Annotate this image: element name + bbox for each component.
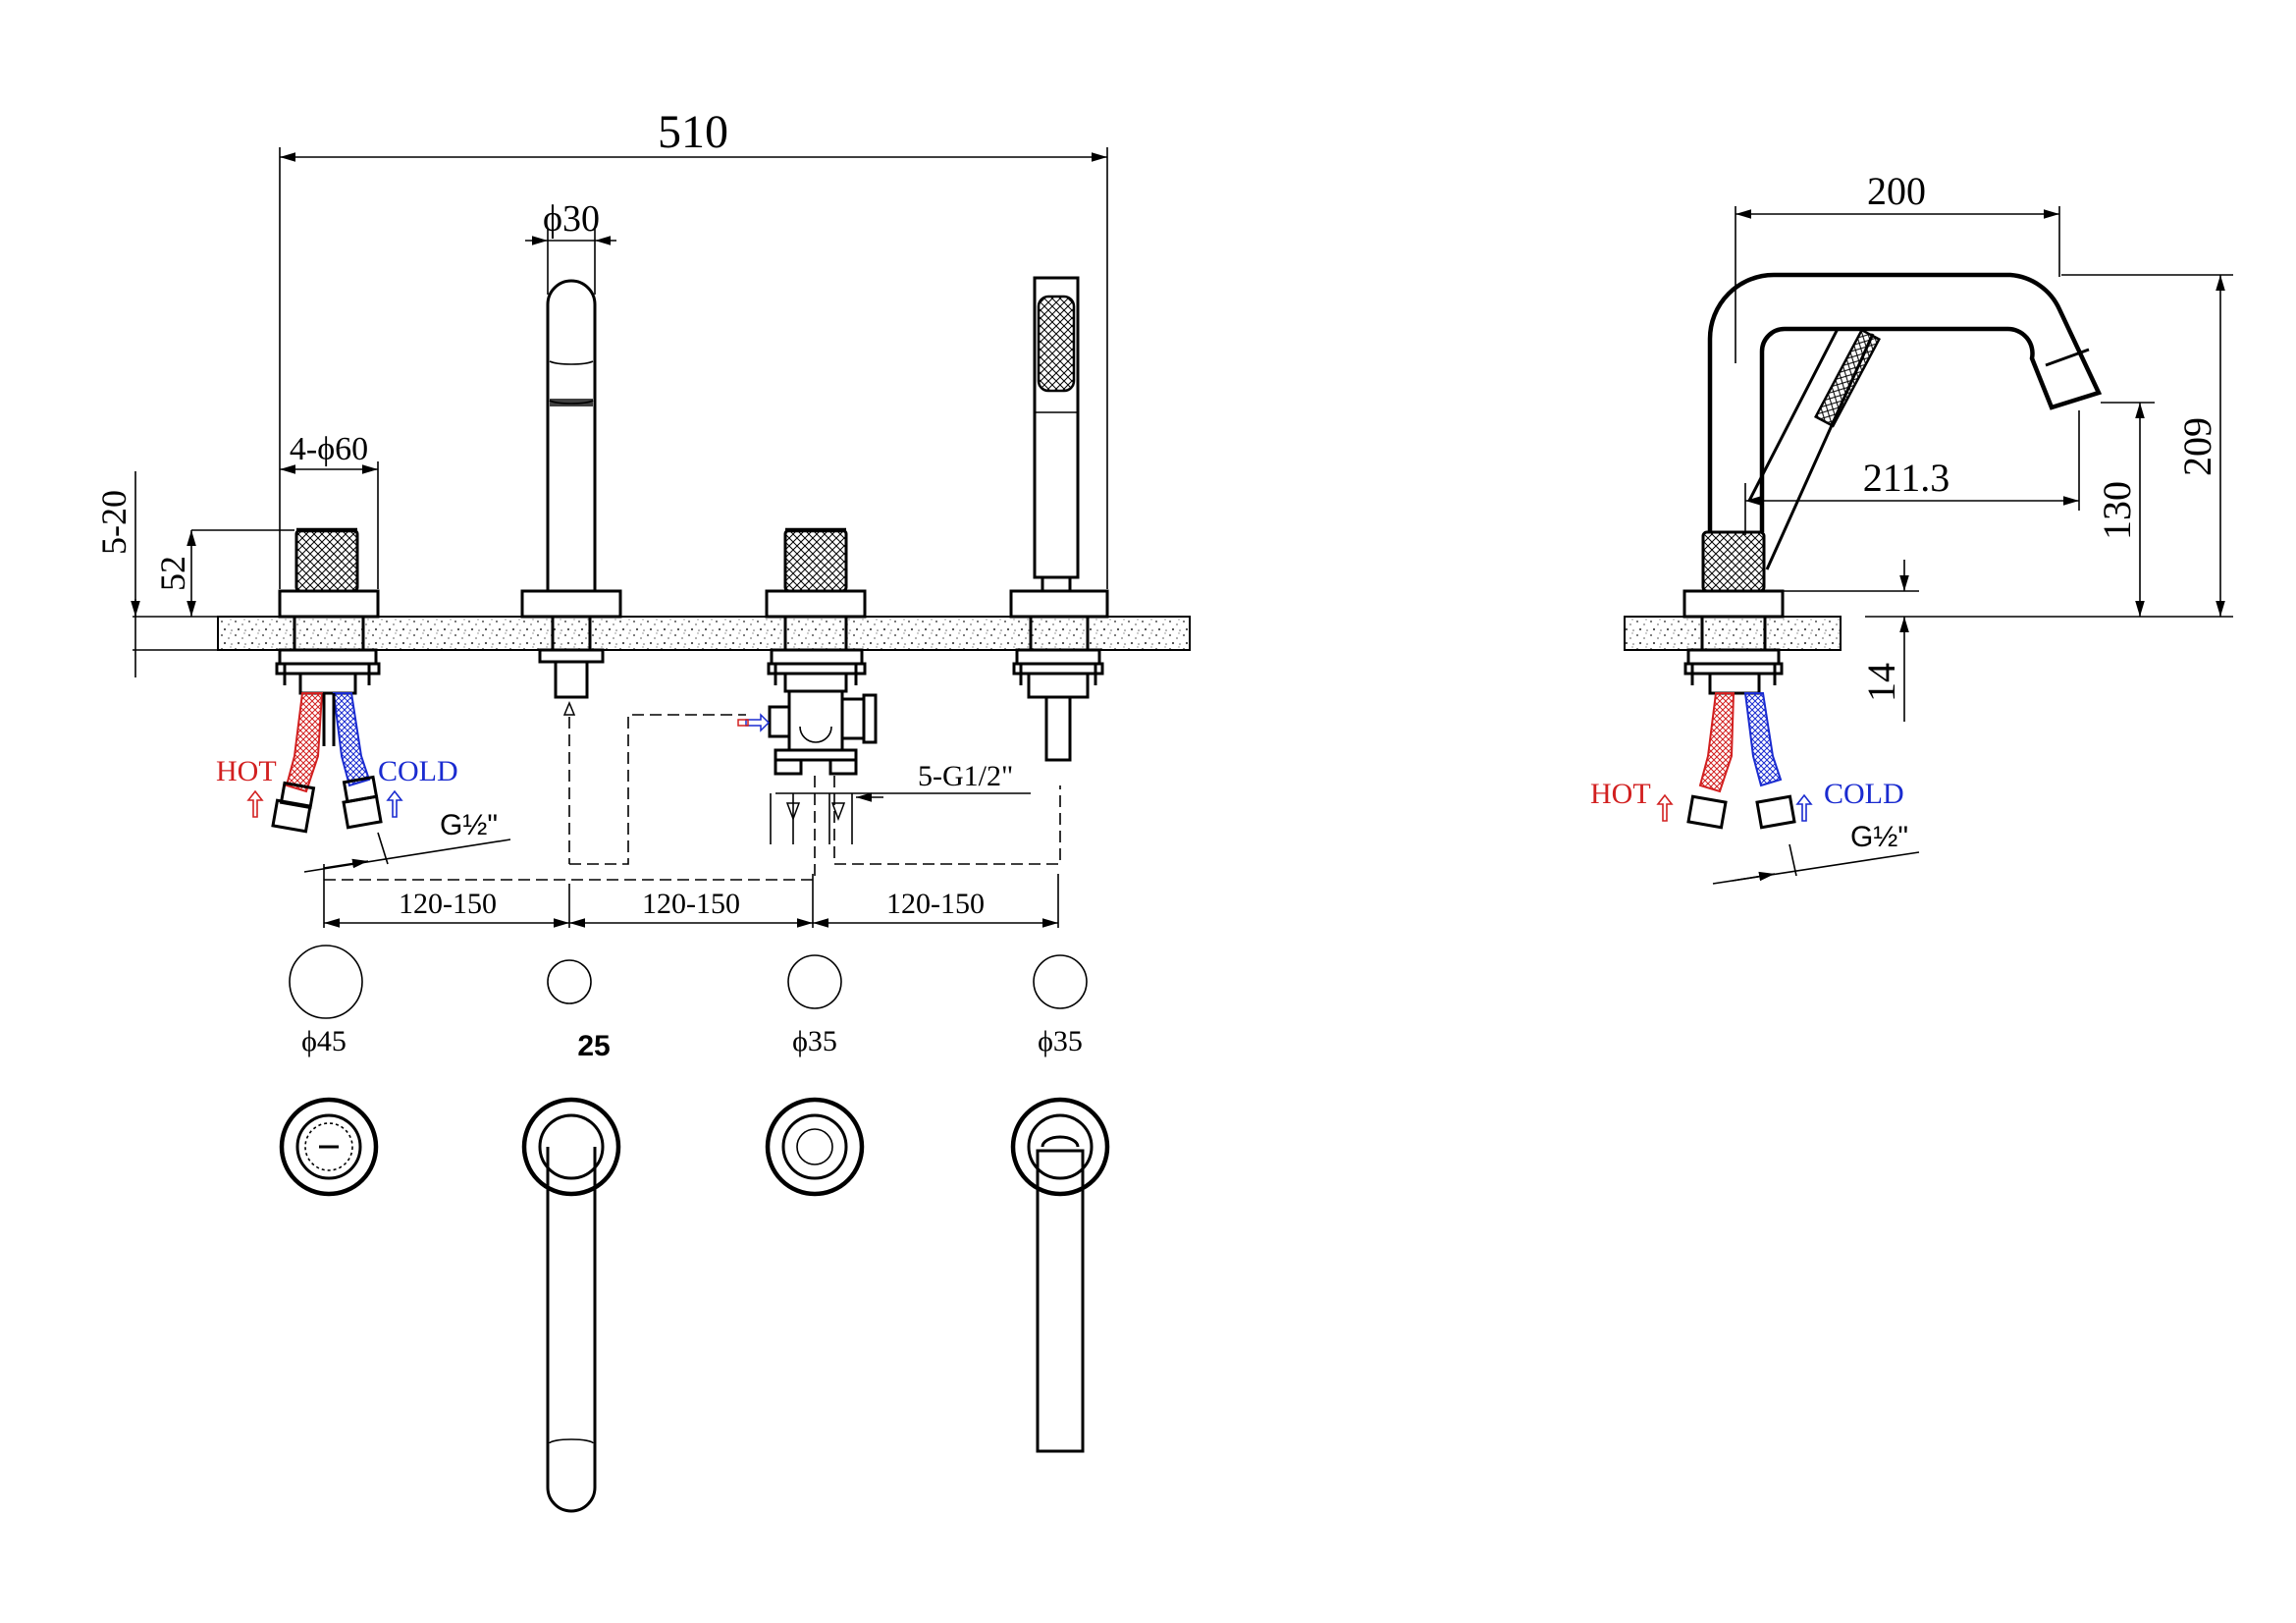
outlet-thread-label: 5-G1/2" — [918, 760, 1013, 792]
dimension-spout-height: 130 — [2095, 402, 2155, 617]
spacing-label-2: 120-150 — [642, 888, 740, 920]
base-diameter-label: 4-ϕ60 — [290, 431, 368, 467]
dimension-base-height: 14 — [1783, 560, 1919, 722]
hot-arrow-icon — [246, 789, 264, 818]
front-view: 510 4-ϕ60 5-20 52 — [94, 106, 1191, 1513]
hose-reach-label: 211.3 — [1863, 456, 1950, 500]
handle-height-label: 52 — [153, 556, 192, 591]
deck-holes: ϕ45 25 ϕ35 ϕ35 — [289, 945, 1088, 1062]
hole-size-3: ϕ35 — [792, 1025, 837, 1057]
dimension-spout-reach: 200 — [1735, 169, 2060, 363]
side-hot-arrow-icon — [1656, 793, 1674, 822]
hand-shower — [1009, 276, 1109, 762]
dimension-outlet-thread: 5-G1/2" — [770, 760, 1031, 844]
dimension-spacings: 120-150 120-150 120-150 — [323, 864, 1059, 928]
hole-size-1: ϕ45 — [301, 1025, 347, 1057]
side-cold-arrow-icon — [1795, 793, 1813, 822]
spout-height-label: 130 — [2095, 481, 2139, 540]
hole-size-4: ϕ35 — [1038, 1025, 1083, 1057]
inlet-thread-label: G½" — [440, 809, 498, 841]
spacing-label-3: 120-150 — [886, 888, 985, 920]
total-height-label: 209 — [2175, 417, 2219, 476]
dimension-hose-reach: 211.3 — [1744, 410, 2080, 535]
spacing-label-1: 120-150 — [399, 888, 497, 920]
dimension-base-diameter: 4-ϕ60 — [280, 431, 379, 589]
side-dimension-inlet-thread: G½" — [1712, 821, 1920, 885]
dimension-spout-diameter: ϕ30 — [525, 198, 616, 295]
dimension-total-height: 209 — [1865, 274, 2233, 618]
dimension-inlet-thread: G½" — [303, 809, 511, 873]
diverter-handle — [737, 527, 878, 776]
deck-thickness-label: 5-20 — [94, 490, 133, 555]
side-hot-label: HOT — [1590, 778, 1651, 810]
side-inlet-thread-label: G½" — [1850, 821, 1908, 853]
side-hand-shower — [1747, 328, 1881, 570]
base-height-label: 14 — [1859, 663, 1903, 702]
dimension-overall-width: 510 — [279, 106, 1108, 589]
cold-arrow-icon — [386, 789, 403, 818]
water-path — [324, 701, 1061, 881]
inlet-hoses — [271, 692, 383, 834]
spout-diameter-label: ϕ30 — [543, 198, 600, 240]
thermostat-handle — [275, 527, 381, 695]
side-view: HOT COLD G½" 200 211.3 2 — [1590, 169, 2233, 885]
overall-width-label: 510 — [658, 106, 728, 158]
cold-label: COLD — [378, 755, 458, 787]
hot-cold-labels: HOT COLD — [216, 755, 458, 818]
dimension-deck-and-handle: 5-20 52 — [94, 471, 294, 677]
hot-label: HOT — [216, 755, 277, 787]
bath-spout — [520, 279, 622, 699]
side-cold-label: COLD — [1824, 778, 1904, 810]
deck-slab — [217, 616, 1191, 651]
side-deck-slab — [1624, 616, 1842, 651]
spout-reach-label: 200 — [1867, 169, 1926, 213]
top-views — [279, 1097, 1110, 1513]
hole-size-2: 25 — [577, 1030, 610, 1062]
